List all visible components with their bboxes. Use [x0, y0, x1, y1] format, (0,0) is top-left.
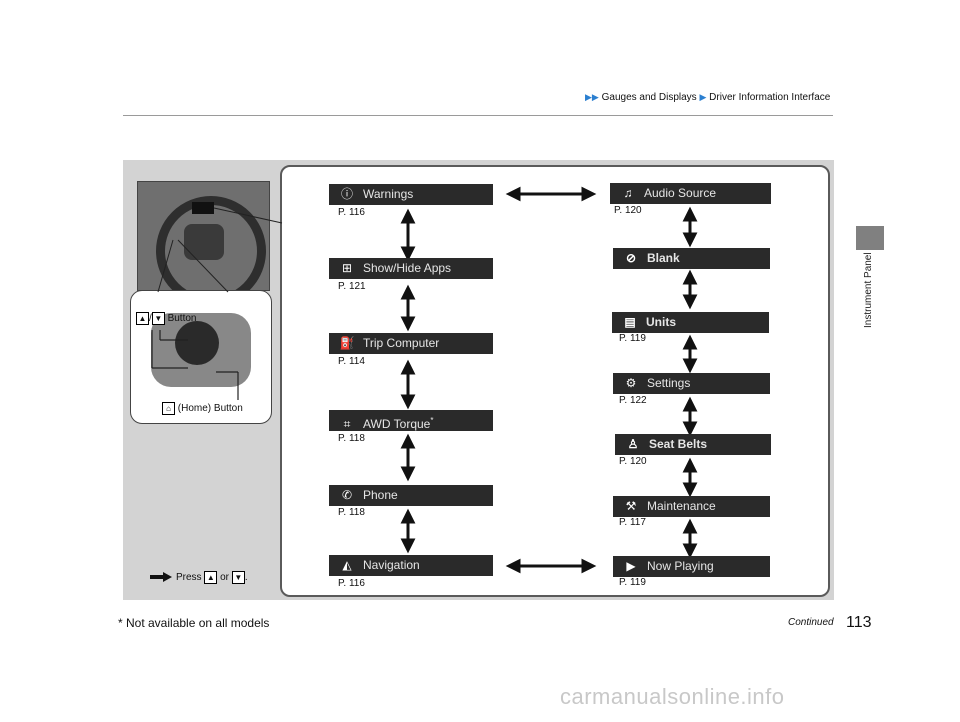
home-icon: ⌂ [162, 402, 175, 415]
menu-item-navigation: ◭Navigation [329, 555, 493, 576]
fuel-icon: ⛽ [339, 336, 355, 350]
double-arrow-icon [400, 508, 416, 554]
press-hint: Press ▲ or ▼. [176, 571, 248, 584]
page-reference: P. 118 [338, 433, 365, 444]
breadcrumb: ▶▶ Gauges and Displays ▶ Driver Informat… [585, 92, 830, 103]
page-reference: P. 116 [338, 207, 365, 218]
menu-item-seat-belts: ♙Seat Belts [615, 434, 771, 455]
page-reference: P. 119 [619, 577, 646, 588]
page-reference: P. 114 [338, 356, 365, 367]
double-arrow-icon [682, 457, 698, 498]
callout-leader-line [213, 207, 283, 224]
callout-leader-line [157, 239, 174, 293]
wrench-icon: ⚒ [625, 499, 637, 513]
menu-item-show-hide-apps: ⊞Show/Hide Apps [329, 258, 493, 279]
page-reference: P. 119 [619, 333, 646, 344]
info-icon: ⓘ [340, 187, 353, 201]
awd-icon: ⌗ [343, 417, 351, 431]
double-arrow-icon [682, 396, 698, 437]
menu-item-maintenance: ⚒Maintenance [613, 496, 770, 517]
double-arrow-icon [505, 186, 597, 202]
apps-icon: ⊞ [341, 261, 353, 275]
navigation-icon: ◭ [342, 558, 352, 572]
breadcrumb-arrow-icon: ▶ [699, 92, 707, 102]
down-arrow-icon: ▼ [151, 312, 165, 325]
watermark: carmanualsonline.info [560, 684, 785, 709]
menu-item-settings: ⚙Settings [613, 373, 770, 394]
steering-switch-callout [130, 290, 272, 424]
menu-item-now-playing: ▶Now Playing [613, 556, 770, 577]
dashboard-photo [137, 181, 270, 291]
double-arrow-icon [505, 558, 597, 574]
page-reference: P. 118 [338, 507, 365, 518]
steering-hub-image [184, 224, 224, 260]
play-icon: ▶ [626, 559, 636, 573]
footnote: * Not available on all models [118, 616, 270, 630]
menu-item-units: ▤Units [612, 312, 769, 333]
double-arrow-icon [400, 208, 416, 262]
callout-leader-line [177, 239, 229, 293]
page-reference: P. 120 [619, 456, 647, 467]
down-arrow-icon: ▼ [231, 571, 245, 584]
double-arrow-icon [400, 284, 416, 332]
home-button-label: ⌂ (Home) Button [162, 402, 243, 415]
menu-item-awd-torque: ⌗AWD Torque* [329, 410, 493, 431]
breadcrumb-item-2[interactable]: Driver Information Interface [709, 92, 831, 103]
page-reference: P. 122 [619, 395, 647, 406]
music-note-icon: ♫ [623, 186, 633, 200]
menu-item-audio-source: ♫Audio Source [610, 183, 771, 204]
double-arrow-icon [682, 269, 698, 310]
up-arrow-icon: ▲ [204, 571, 218, 584]
page-number: 113 [846, 614, 872, 631]
page-reference: P. 117 [619, 517, 646, 528]
steering-wheel-image [156, 196, 266, 290]
seat-belt-icon: ♙ [627, 437, 639, 451]
breadcrumb-item-1[interactable]: Gauges and Displays [601, 92, 697, 103]
double-arrow-icon [400, 359, 416, 410]
page-reference: P. 121 [338, 281, 366, 292]
up-arrow-icon: ▲ [136, 312, 149, 325]
press-arrow-icon [150, 572, 172, 582]
units-icon: ▤ [624, 315, 636, 329]
breadcrumb-arrow-icon: ▶▶ [585, 92, 599, 102]
header-divider [123, 115, 833, 116]
blank-icon: ⊘ [625, 251, 637, 265]
double-arrow-icon [400, 433, 416, 482]
updown-button-label: ▲/▼ Button [136, 312, 196, 325]
continued-label: Continued [788, 617, 834, 628]
gear-icon: ⚙ [625, 376, 637, 390]
double-arrow-icon [682, 518, 698, 559]
menu-item-phone: ✆Phone [329, 485, 493, 506]
page-reference: P. 116 [338, 578, 365, 589]
menu-item-trip-computer: ⛽Trip Computer [329, 333, 493, 354]
phone-icon: ✆ [341, 488, 353, 502]
instrument-display-image [192, 202, 214, 214]
menu-item-blank: ⊘Blank [613, 248, 770, 269]
page-reference: P. 120 [614, 205, 642, 216]
double-arrow-icon [682, 334, 698, 374]
enter-dial-image [175, 321, 219, 365]
section-tab-marker [856, 226, 884, 250]
double-arrow-icon [682, 206, 698, 248]
